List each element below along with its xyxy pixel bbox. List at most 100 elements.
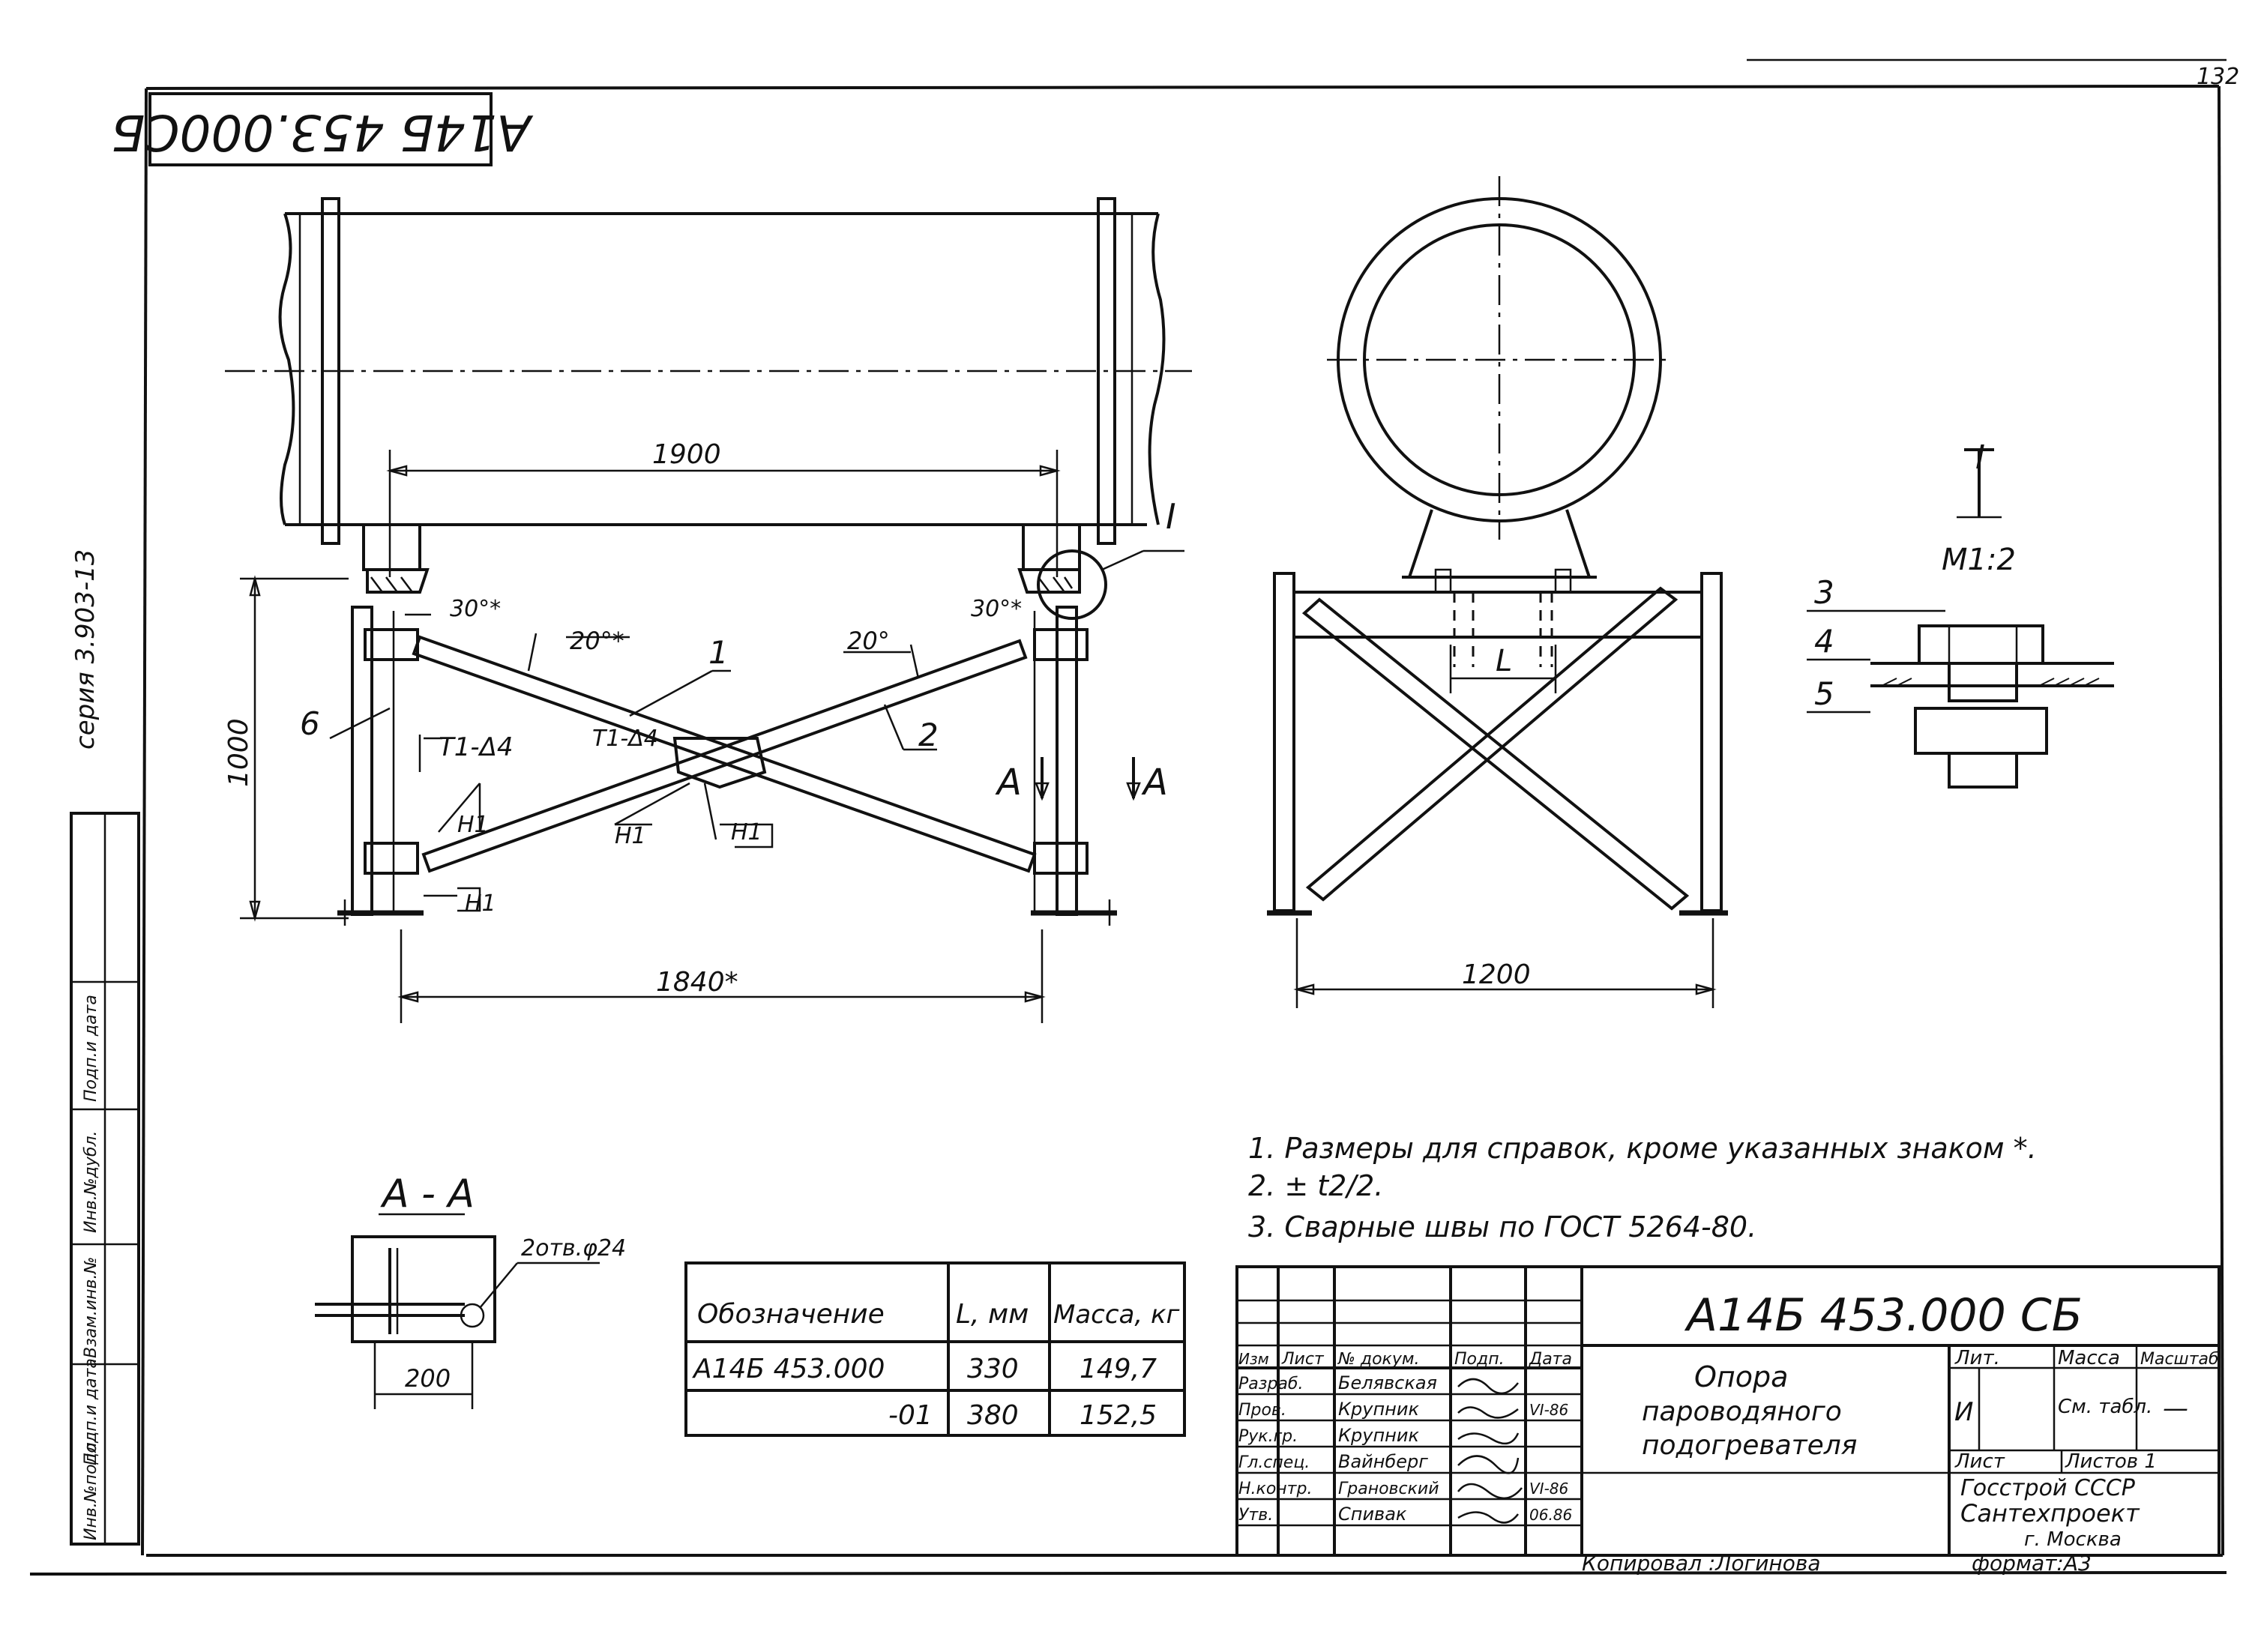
role-2: Пров. — [1238, 1401, 1286, 1420]
date-2: VI-86 — [1529, 1401, 1568, 1419]
right-post — [1056, 606, 1078, 916]
strip-replace: Взам.инв.№ — [82, 1257, 100, 1358]
dim-1900: 1900 — [652, 439, 721, 470]
name-6: Спивак — [1338, 1504, 1407, 1525]
role-1: Разраб. — [1238, 1375, 1303, 1393]
detail-callout-3: 3 — [1814, 574, 1834, 611]
table-row2-l: 380 — [967, 1400, 1019, 1431]
callout-1: 1 — [708, 634, 729, 671]
strip-inv: Инв.№подл. — [82, 1437, 100, 1540]
dim-l: L — [1496, 644, 1512, 678]
detail-scale: М1:2 — [1942, 543, 2016, 577]
section-mark-a-left: А — [995, 762, 1022, 804]
detail-mark: I — [1975, 438, 1985, 477]
weld-h1-c: Н1 — [615, 823, 646, 849]
date-6: 06.86 — [1529, 1506, 1572, 1524]
name-4: Вайнберг — [1338, 1451, 1428, 1472]
mass-value: См. табл. — [2058, 1396, 2152, 1418]
side-view: L 1200 — [1267, 176, 1728, 1008]
left-flange — [321, 197, 340, 545]
scale-header: Масштаб — [2140, 1350, 2219, 1369]
lit-value: И — [1954, 1397, 1973, 1427]
org-3: г. Москва — [2024, 1528, 2122, 1551]
table-row2-designation: -01 — [888, 1400, 933, 1431]
angle-20-left: 20°* — [570, 627, 624, 655]
strip-sign1: Подп.и дата — [82, 1358, 100, 1465]
detail-callout-4: 4 — [1814, 623, 1834, 660]
mass-header: Масса — [2058, 1347, 2120, 1369]
section-holes: 2отв.φ24 — [521, 1235, 626, 1261]
sheet-label: Лист — [1954, 1450, 2005, 1473]
detail-callout-5: 5 — [1814, 675, 1834, 712]
weld-label-1: Т1-Δ4 — [439, 732, 514, 762]
lit-header: Лит. — [1954, 1347, 2000, 1369]
brace-2 — [421, 639, 1028, 873]
sheet-frame: 1 3 2 — [29, 58, 2239, 1576]
section-dim: 200 — [405, 1364, 451, 1393]
front-view: Т1-Δ4 Т1-Δ4 Н1 Н1 Н1 Н1 1 2 6 30°* 20°* … — [223, 197, 1192, 1023]
strip-dup: Инв.№дубл. — [82, 1130, 100, 1233]
brace-1 — [412, 635, 1037, 873]
note-1: 1. Размеры для справок, кроме указанных … — [1248, 1132, 2037, 1165]
role-4: Гл.спец. — [1238, 1453, 1310, 1472]
col-izm: Изм — [1238, 1350, 1269, 1368]
notes: 1. Размеры для справок, кроме указанных … — [1248, 1132, 2037, 1243]
table-header-mass: Масса, кг — [1053, 1300, 1181, 1330]
top-code: А14Б 453.000СБ — [111, 103, 534, 161]
dim-1840: 1840* — [656, 967, 738, 998]
table-row1-mass: 149,7 — [1080, 1354, 1157, 1384]
doc-code: А14Б 453.000 СБ — [1684, 1289, 2083, 1342]
role-3: Рук.гр. — [1238, 1427, 1298, 1446]
scale-value: — — [2163, 1393, 2188, 1423]
note-2: 2. ± t2/2. — [1248, 1169, 1383, 1202]
callout-6: 6 — [300, 705, 320, 742]
left-strip: Инв.№подл. Подп.и дата Взам.инв.№ Инв.№д… — [70, 812, 140, 1546]
table-row1-l: 330 — [967, 1354, 1019, 1384]
page-number: 132 — [2197, 64, 2239, 90]
detail-i: I М1:2 3 4 5 — [1807, 438, 2114, 789]
sheets-label: Листов 1 — [2065, 1450, 2157, 1473]
angle-30-left: 30°* — [450, 596, 501, 622]
name-5: Грановский — [1338, 1480, 1439, 1498]
variants-table: Обозначение L, мм Масса, кг А14Б 453.000… — [684, 1261, 1186, 1437]
angle-30-right: 30°* — [971, 596, 1022, 622]
weld-h1-b: Н1 — [465, 890, 496, 917]
section-a-a: А - А 2отв.φ24 200 — [315, 1172, 626, 1409]
table-header-designation: Обозначение — [697, 1299, 885, 1330]
table-header-l: L, мм — [956, 1299, 1029, 1330]
col-sign: Подп. — [1454, 1350, 1505, 1369]
callout-2: 2 — [918, 717, 939, 753]
table-row2-mass: 152,5 — [1080, 1400, 1157, 1431]
copied-by: Копировал :Логинова — [1582, 1551, 1821, 1576]
weld-label-2: Т1-Δ4 — [592, 726, 658, 752]
name-3: Крупник — [1338, 1425, 1419, 1446]
title-block: А14Б 453.000 СБ Опора пароводяного подог… — [1235, 1265, 2221, 1557]
section-mark-a-right: А — [1141, 762, 1168, 804]
left-post — [351, 606, 373, 916]
table-row1-designation: А14Б 453.000 — [692, 1354, 885, 1384]
weld-h1-d: Н1 — [731, 819, 762, 845]
series-label: серия 3.903-13 — [70, 549, 100, 750]
format-label: формат:А3 — [1972, 1551, 2092, 1576]
note-3: 3. Сварные швы по ГОСТ 5264-80. — [1248, 1211, 1756, 1243]
role-6: Утв. — [1238, 1506, 1273, 1525]
date-5: VI-86 — [1529, 1480, 1568, 1498]
col-date: Дата — [1529, 1350, 1572, 1369]
weld-h1-a: Н1 — [457, 812, 489, 838]
section-title: А - А — [380, 1172, 475, 1217]
dim-1200: 1200 — [1462, 959, 1531, 990]
dim-1000: 1000 — [223, 718, 254, 787]
top-code-box: А14Б 453.000СБ — [111, 92, 534, 166]
title-line-3: подогревателя — [1642, 1430, 1857, 1461]
org-2: Сантехпроект — [1960, 1499, 2140, 1528]
title-line-1: Опора — [1694, 1360, 1788, 1393]
role-5: Н.контр. — [1238, 1480, 1312, 1498]
angle-20-right: 20° — [847, 627, 890, 655]
detail-circle — [1037, 549, 1107, 620]
name-2: Крупник — [1338, 1399, 1419, 1420]
col-list: Лист — [1281, 1350, 1325, 1369]
name-1: Белявская — [1338, 1372, 1437, 1393]
title-line-2: пароводяного — [1642, 1396, 1842, 1427]
right-flange — [1097, 197, 1116, 545]
